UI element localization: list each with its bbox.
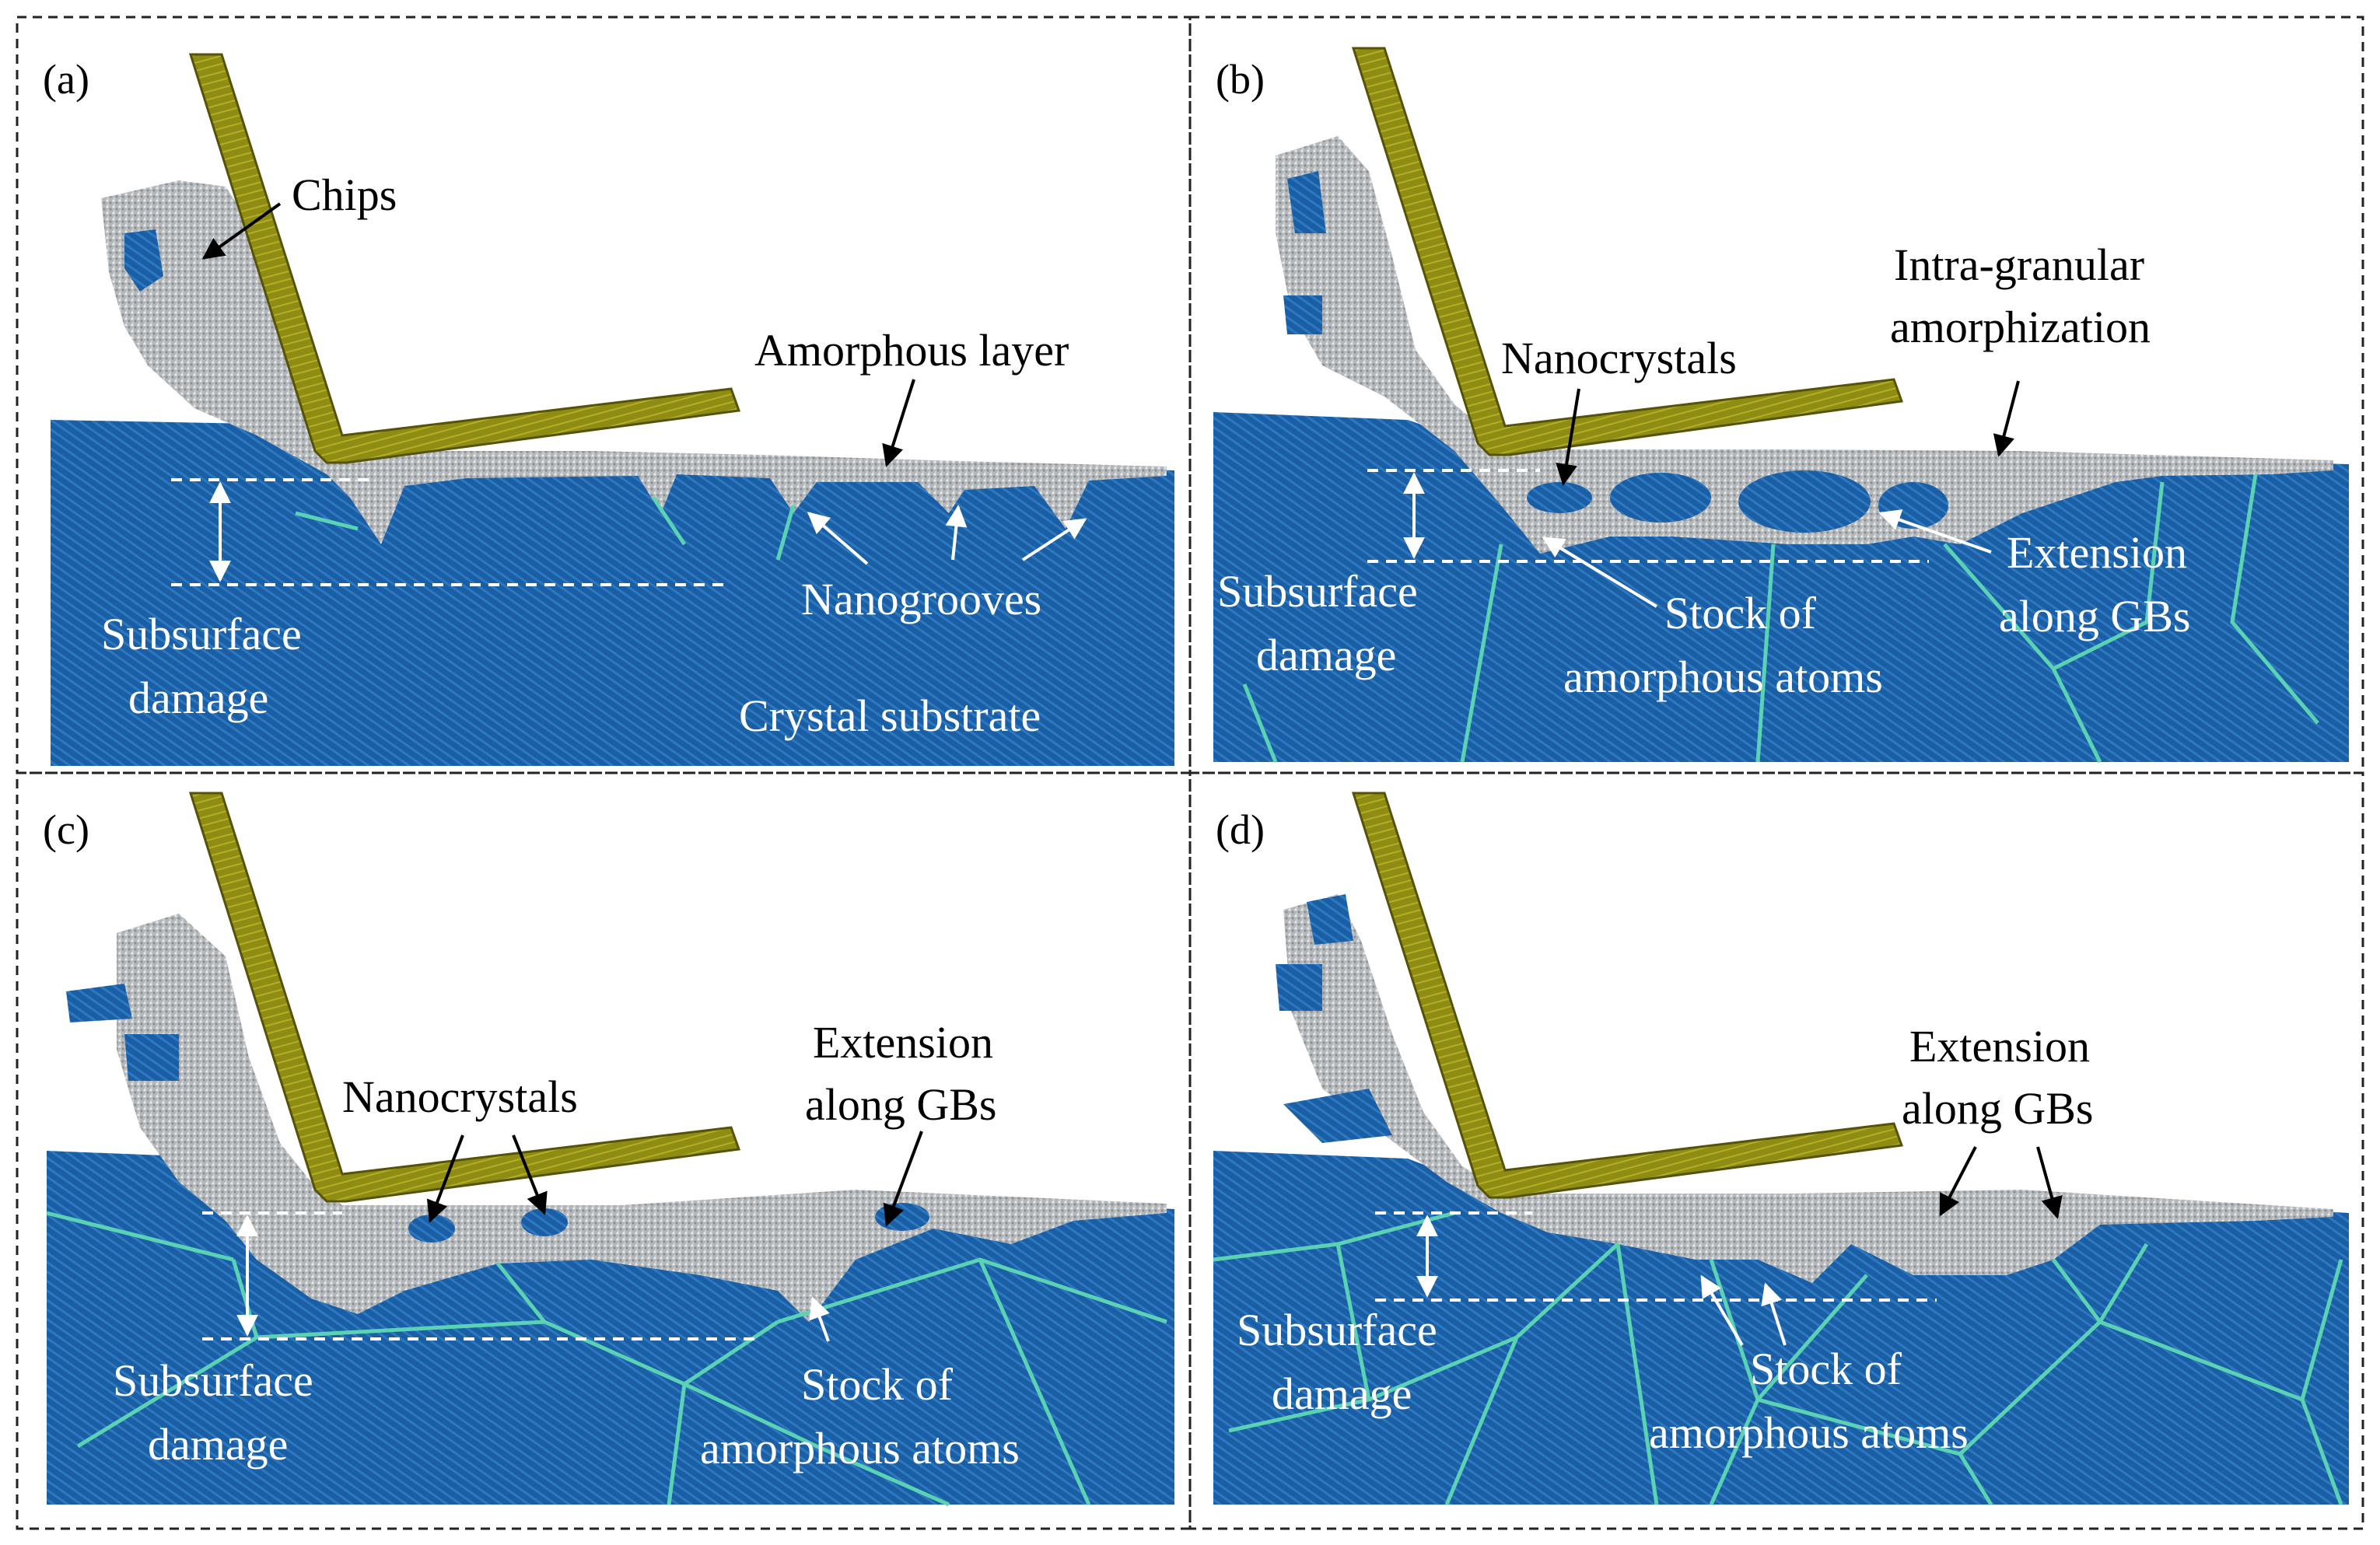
label-nanogrooves: Nanogrooves — [801, 574, 1041, 624]
panel-a: (a) Chips Amorphous layer Nanogrooves Su… — [16, 16, 1192, 774]
nanocrystal — [521, 1208, 568, 1236]
nanocrystal — [1738, 470, 1871, 533]
nanocrystal — [875, 1203, 929, 1231]
label-nanocrystals: Nanocrystals — [342, 1071, 578, 1122]
arrow-stock-amorphous-1 — [1700, 1274, 1744, 1347]
arrow-intragranular — [1993, 380, 2020, 457]
amorphous-region — [1283, 894, 2333, 1283]
label-subsurface-damage: Subsurface damage — [1237, 1305, 1448, 1419]
nanocrystal — [1610, 473, 1711, 523]
cutting-tool — [1351, 792, 1904, 1199]
label-stock-amorphous: Stock of amorphous atoms — [1563, 588, 1883, 702]
label-subsurface-damage: Subsurface damage — [101, 609, 313, 723]
arrow-extension — [1878, 509, 1992, 554]
chip-crystal-fragment — [124, 229, 163, 292]
label-chips: Chips — [292, 170, 397, 220]
amorphous-region — [1276, 136, 2333, 554]
arrow-extension — [883, 1131, 923, 1227]
label-crystal-substrate: Crystal substrate — [739, 690, 1041, 741]
label-extension: Extension along GBs — [805, 1017, 1004, 1130]
grain-boundary — [46, 1211, 1167, 1507]
label-amorphous-layer: Amorphous layer — [754, 325, 1069, 376]
panel-label: (c) — [43, 806, 89, 853]
panel-b: (b) Intra-granular amorphization Nanocry… — [1188, 16, 2364, 774]
cutting-tool — [188, 53, 741, 464]
cutting-tool — [1351, 47, 1904, 456]
panel-d: (d) Extension along GBs Subsurface damag… — [1188, 771, 2364, 1530]
arrow-amorphous-layer — [882, 379, 915, 467]
label-nanocrystals: Nanocrystals — [1501, 333, 1737, 383]
arrow-extension-2 — [2036, 1146, 2063, 1219]
grain-boundary — [1242, 474, 2319, 764]
chip-crystal-fragment — [1287, 171, 1326, 233]
arrow-chips — [201, 202, 282, 260]
arrow-nanocrystals-1 — [426, 1134, 464, 1223]
nanocrystal — [1527, 482, 1592, 513]
chip-crystal-fragment — [1307, 894, 1353, 945]
arrow-nanogroove-2 — [945, 505, 968, 561]
arrow-nanocrystals — [1556, 388, 1580, 486]
arrow-stock-amorphous — [1542, 537, 1658, 608]
arrow-nanocrystals-2 — [512, 1134, 548, 1215]
label-subsurface-damage: Subsurface damage — [1217, 566, 1429, 680]
cutting-tool — [188, 792, 741, 1203]
panel-label: (d) — [1216, 806, 1265, 853]
arrow-nanogroove-1 — [807, 512, 869, 565]
crystal-substrate — [51, 420, 1174, 766]
chip-crystal-fragment — [66, 984, 132, 1022]
arrow-stock-amorphous — [809, 1296, 830, 1342]
panel-label: (b) — [1216, 56, 1265, 103]
nanocrystal — [1878, 482, 1948, 529]
label-stock-amorphous: Stock of amorphous atoms — [700, 1359, 1020, 1473]
arrow-extension-1 — [1939, 1146, 1977, 1217]
chip-crystal-fragment — [124, 1034, 179, 1081]
amorphous-region — [101, 180, 1167, 544]
arrow-stock-amorphous-2 — [1761, 1282, 1787, 1346]
label-intragranular: Intra-granular amorphization — [1890, 239, 2156, 352]
panel-label: (a) — [43, 56, 89, 103]
chip-crystal-fragment — [1283, 295, 1322, 334]
label-extension: Extension along GBs — [1999, 527, 2198, 641]
label-stock-amorphous: Stock of amorphous atoms — [1649, 1344, 1969, 1458]
chip-crystal-fragment — [1276, 964, 1322, 1011]
label-subsurface-damage: Subsurface damage — [113, 1355, 324, 1470]
panel-c: (c) Extension along GBs Nanocrystals Sub… — [16, 771, 1192, 1530]
arrow-nanogroove-3 — [1021, 518, 1087, 561]
grain-boundary — [295, 496, 796, 561]
grain-boundary — [1213, 1211, 2343, 1506]
chip-crystal-fragment — [1283, 1089, 1392, 1143]
label-extension: Extension along GBs — [1902, 1021, 2101, 1134]
